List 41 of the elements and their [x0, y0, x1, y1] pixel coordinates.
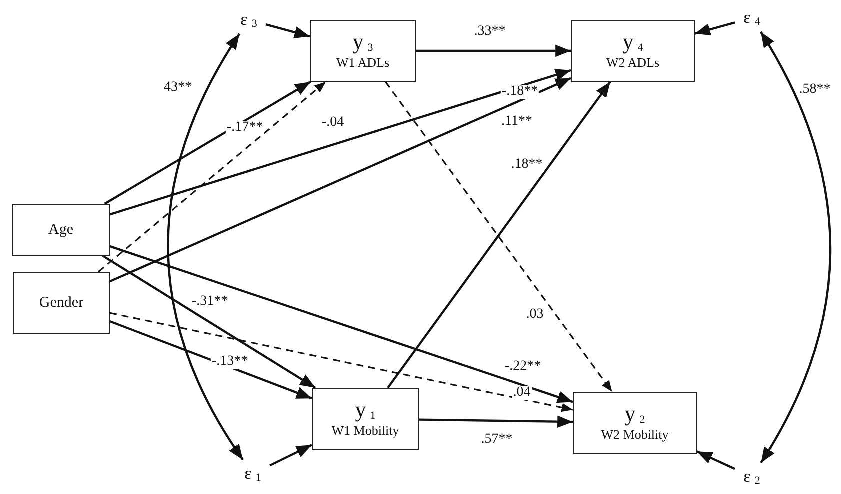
- arrow: [110, 69, 572, 216]
- arrow: [760, 31, 832, 464]
- arrow: [110, 312, 574, 412]
- variable-name: W2 ADLs: [606, 56, 660, 71]
- edge-label: -.17**: [226, 121, 264, 135]
- arrow: [110, 320, 312, 400]
- arrow: [416, 44, 571, 58]
- arrow: [98, 81, 326, 273]
- variable-symbol: y$_{3}$: [352, 31, 374, 54]
- arrow: [418, 416, 574, 428]
- variable-name: W1 ADLs: [336, 56, 390, 71]
- arrow: [104, 81, 312, 205]
- variable-box: [312, 388, 419, 450]
- edge-label: -.18**: [500, 85, 540, 99]
- variable-name: ε$_{1}$: [244, 464, 262, 484]
- variable-box: [573, 392, 697, 454]
- variable-name: ε$_{2}$: [744, 468, 760, 486]
- variable-name: ε$_{3}$: [240, 10, 258, 30]
- variable-name: ε$_{4}$: [744, 8, 760, 28]
- arrow: [110, 245, 574, 404]
- arrow: [110, 77, 572, 283]
- variable-box: [310, 20, 416, 82]
- edge-label: .18**: [510, 158, 544, 172]
- arrow: [102, 255, 316, 389]
- variable-symbol: y$_{1}$: [355, 399, 376, 422]
- variable-symbol: y$_{4}$: [622, 31, 644, 54]
- edge-label: .04: [512, 386, 532, 400]
- variable-name: Gender: [39, 296, 84, 310]
- variable-box: [571, 20, 695, 82]
- variable-symbol: y$_{2}$: [624, 403, 646, 426]
- variable-name: W1 Mobility: [332, 424, 400, 439]
- arrow: [270, 444, 312, 467]
- arrow: [266, 24, 310, 38]
- variable-box: [13, 272, 110, 334]
- arrow: [694, 22, 736, 36]
- variable-name: W2 Mobility: [601, 428, 669, 443]
- arrow: [167, 33, 244, 461]
- variable-name: Age: [48, 222, 74, 238]
- edge-label: -.13**: [210, 355, 250, 369]
- arrow: [696, 450, 736, 470]
- variable-box: [12, 204, 110, 256]
